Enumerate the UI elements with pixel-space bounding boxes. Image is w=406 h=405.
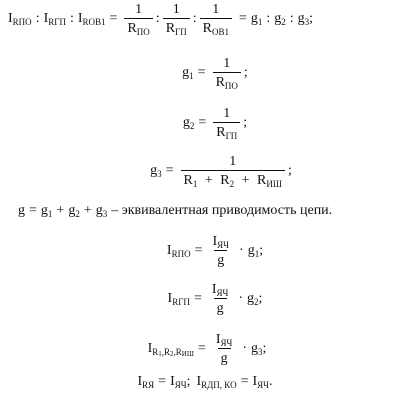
fraction-g1: 1 RПО bbox=[212, 56, 241, 91]
colon-1: : bbox=[35, 11, 40, 26]
fraction-1-over-r-po: 1 RПО bbox=[124, 2, 153, 37]
g1-term: g1 bbox=[250, 11, 263, 27]
i-rgp-equation: IRГП = IЯЧ g · g2 ; bbox=[167, 282, 263, 316]
current-r-ov1: IRОВ1 bbox=[77, 11, 106, 27]
fraction-1-over-r-gp: 1 RГП bbox=[162, 2, 190, 37]
g2-term: g2 bbox=[274, 11, 286, 27]
current-r-gp: IRГП bbox=[43, 11, 66, 27]
fraction-g2: 1 RГП bbox=[213, 106, 241, 141]
equals-1: = bbox=[109, 11, 118, 26]
final-equation: IRЯ = IЯЧ ; IRДП, КО = IЯЧ . bbox=[137, 374, 273, 390]
colon-2: : bbox=[69, 11, 74, 26]
g1-equation: g1 = 1 RПО ; bbox=[182, 56, 248, 91]
colon-5: : bbox=[266, 11, 271, 26]
fraction-g3: 1 R1 + R2 + RИШ bbox=[180, 154, 285, 189]
fraction-i-rpo: IЯЧ g bbox=[212, 234, 230, 268]
current-ratio-equation: IRПО : IRГП : IRОВ1 = 1 RПО : 1 RГП : 1 … bbox=[8, 2, 406, 37]
i-r1-r2-rish-equation: IR1,R2,RИШ = IЯЧ g · g3 ; bbox=[147, 332, 267, 366]
equals-2: = bbox=[238, 11, 247, 26]
g2-equation: g2 = 1 RГП ; bbox=[182, 106, 248, 141]
semicolon-1: ; bbox=[309, 11, 314, 26]
equivalent-conductance-line: g = g1 + g2 + g3 – эквивалентная приводи… bbox=[18, 203, 333, 219]
fraction-i-rgp: IЯЧ g bbox=[211, 282, 229, 316]
colon-3: : bbox=[155, 11, 160, 26]
current-r-po: IRПО bbox=[8, 11, 32, 27]
fraction-i-r1-r2-rish: IЯЧ g bbox=[215, 332, 233, 366]
colon-4: : bbox=[192, 11, 197, 26]
equivalent-conductance-text: – эквивалентная приводимость цепи. bbox=[111, 203, 333, 218]
g3-term: g3 bbox=[297, 11, 310, 27]
g3-equation: g3 = 1 R1 + R2 + RИШ ; bbox=[150, 154, 292, 189]
fraction-1-over-r-ov1: 1 RОВ1 bbox=[199, 2, 232, 37]
i-rpo-equation: IRПО = IЯЧ g · g1 ; bbox=[166, 234, 264, 268]
colon-6: : bbox=[289, 11, 294, 26]
